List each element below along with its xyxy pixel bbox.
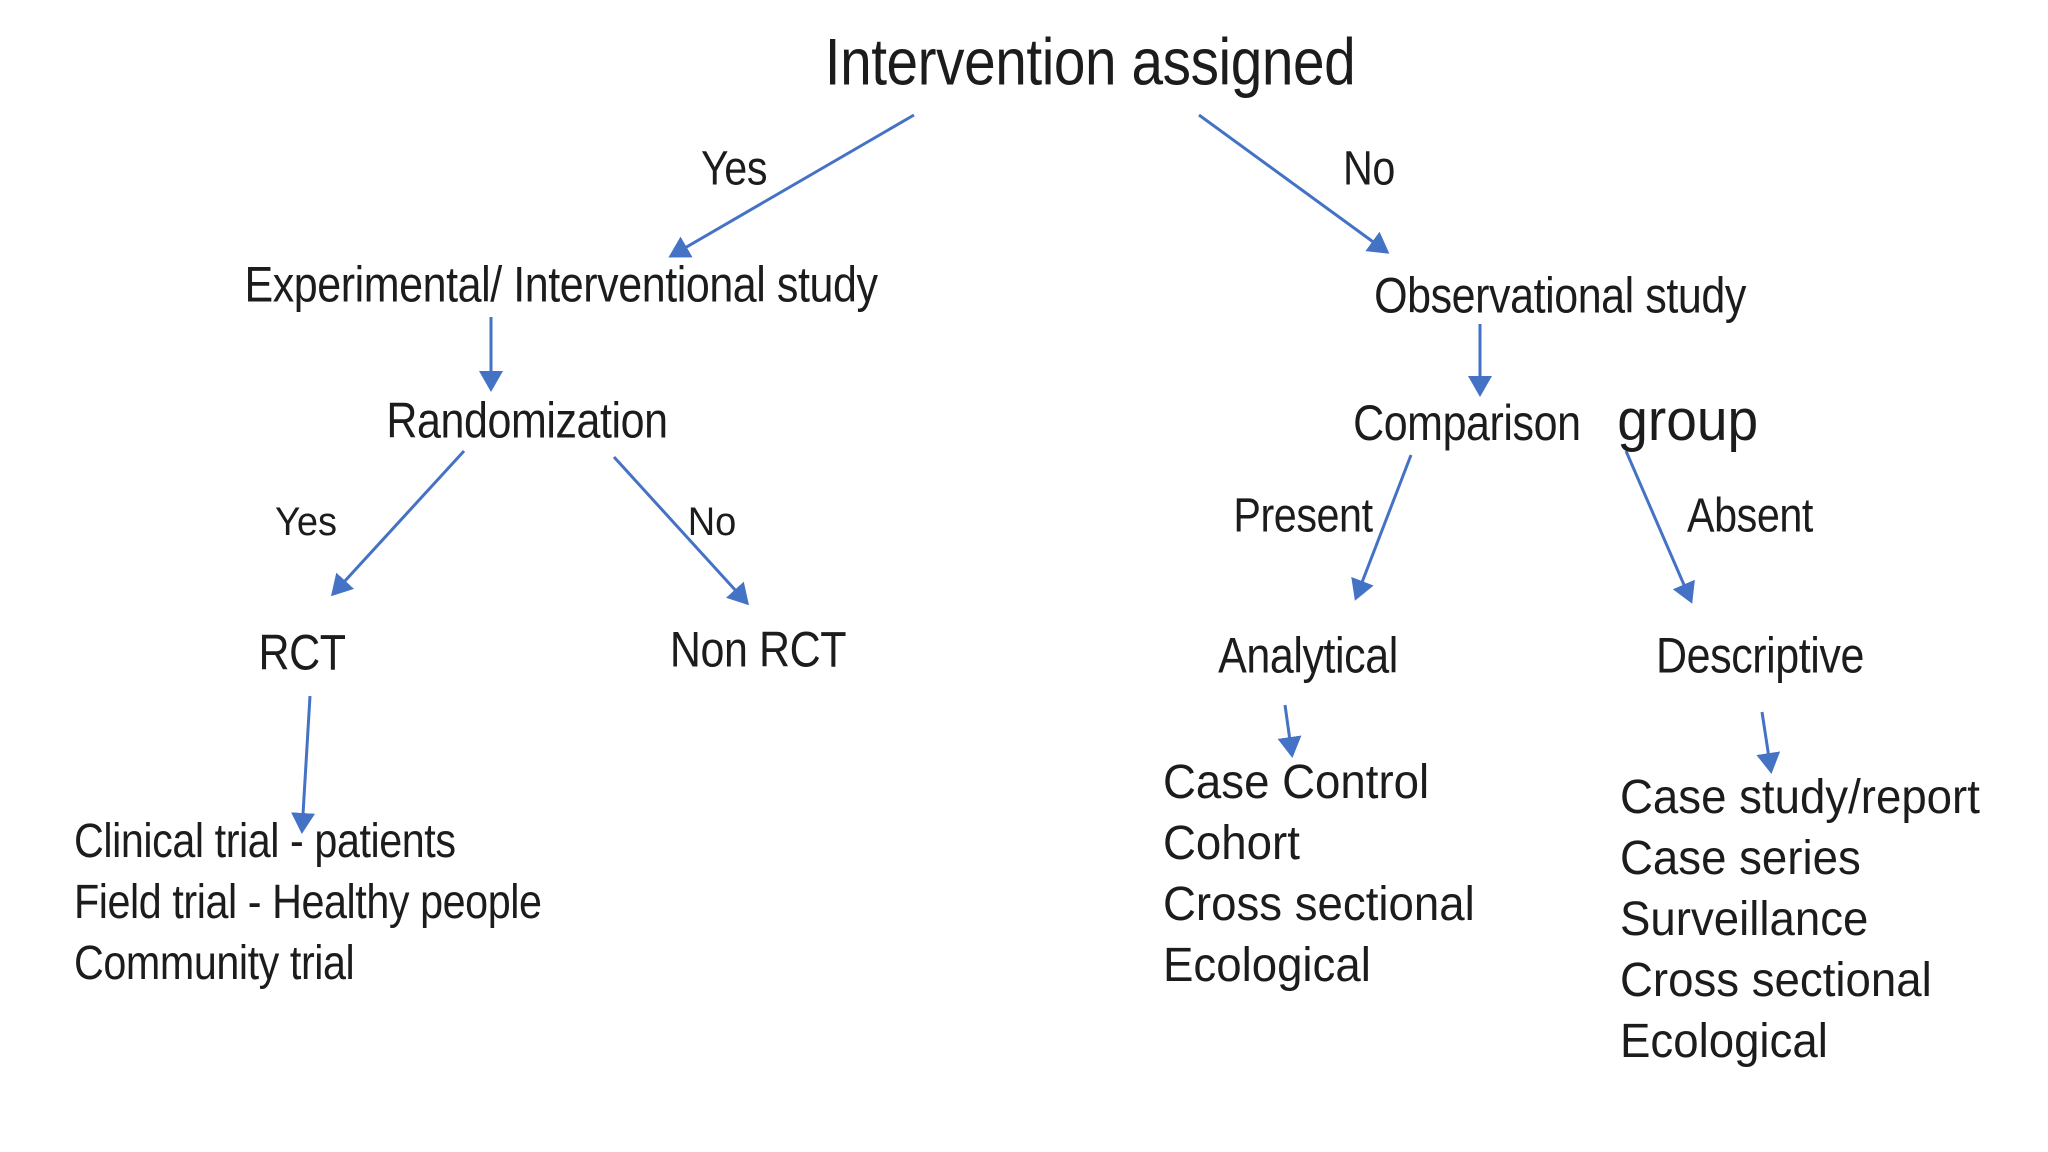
edge-label-yes-top: Yes — [700, 142, 768, 196]
list-item: Community trial — [74, 937, 355, 990]
edge-label-no-top: No — [1343, 142, 1395, 196]
list-item: Surveillance — [1620, 893, 1869, 946]
list-descriptive-types: Case study/report Case series Surveillan… — [1620, 767, 1999, 1072]
edge-label-absent: Absent — [1687, 489, 1813, 543]
list-item: Case series — [1620, 832, 1861, 885]
root-title: Intervention assigned — [824, 24, 1356, 99]
arrow-comparison-to-analytical — [1351, 454, 1413, 601]
node-analytical: Analytical — [1218, 627, 1398, 684]
list-item: Case study/report — [1620, 771, 1980, 824]
node-descriptive: Descriptive — [1656, 627, 1864, 684]
node-non-rct: Non RCT — [669, 621, 847, 678]
list-item: Case Control — [1163, 756, 1430, 809]
node-rct: RCT — [258, 624, 346, 681]
arrow-randomization-to-rct — [330, 449, 466, 597]
list-item: Cross sectional — [1163, 878, 1475, 931]
arrow-rct-to-trial-list — [291, 695, 316, 834]
arrow-analytical-to-list — [1277, 704, 1302, 758]
list-item: Cohort — [1163, 817, 1300, 870]
arrow-comparison-to-descriptive — [1624, 450, 1695, 604]
list-analytical-types: Case Control Cohort Cross sectional Ecol… — [1163, 752, 1491, 996]
list-item: Field trial - Healthy people — [74, 876, 542, 929]
edge-label-no-randomization: No — [687, 500, 737, 544]
node-observational-study: Observational study — [1374, 267, 1746, 324]
edge-label-yes-randomization: Yes — [274, 500, 338, 544]
arrow-title-to-experimental — [668, 113, 915, 258]
node-experimental-study: Experimental/ Interventional study — [244, 256, 878, 313]
edge-label-present: Present — [1233, 489, 1373, 543]
list-item: Ecological — [1163, 939, 1371, 992]
arrow-randomization-to-nonrct — [612, 455, 750, 606]
node-randomization: Randomization — [386, 392, 668, 449]
arrow-descriptive-to-list — [1756, 711, 1781, 774]
list-experimental-trials: Clinical trial - patients Field trial - … — [74, 811, 618, 994]
arrow-title-to-observational — [1198, 113, 1390, 254]
list-item: Cross sectional — [1620, 954, 1932, 1007]
list-item: Clinical trial - patients — [74, 815, 456, 868]
list-item: Ecological — [1620, 1015, 1828, 1068]
